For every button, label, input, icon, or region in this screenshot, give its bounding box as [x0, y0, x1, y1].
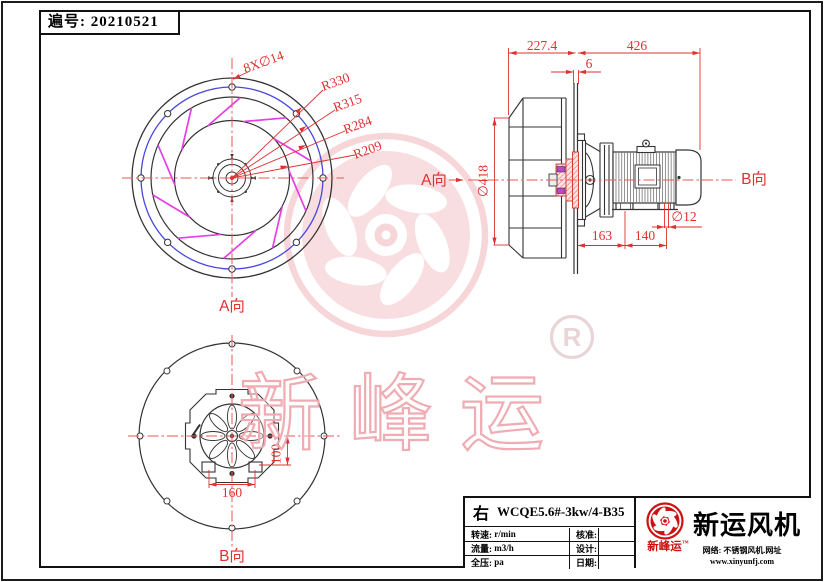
spec-speed: 转速: r/min	[465, 527, 570, 542]
spec-flow: 流量: m3/h	[465, 541, 570, 556]
dim-100: 100	[269, 444, 284, 465]
dim-r330: R330	[319, 70, 352, 94]
spec-table: 转速: r/min 核准: 流量: m3/h 设计: 全压: pa 日期:	[465, 527, 634, 569]
sign-approve-value	[599, 528, 634, 542]
brand-logo-icon	[646, 502, 684, 540]
dim-160: 160	[222, 485, 243, 500]
model-number: WCQE5.6#-3kw/4-B35	[497, 504, 625, 519]
inner-frame	[39, 10, 811, 568]
sign-date: 日期:	[570, 555, 599, 569]
spec-pressure: 全压: pa	[465, 555, 570, 569]
dim-163: 163	[592, 228, 613, 243]
dim-12: ∅12	[671, 209, 696, 224]
dim-r315: R315	[331, 91, 364, 115]
sign-date-value	[599, 556, 634, 569]
svg-text:R: R	[563, 322, 582, 352]
sign-design: 设计:	[570, 541, 599, 556]
orientation-label: 右	[473, 506, 490, 523]
doc-number-value: 20210521	[90, 14, 159, 30]
dim-r284: R284	[341, 113, 374, 137]
document-number-box: 遍号: 20210521	[39, 10, 180, 35]
side-view-a-label: A向	[421, 171, 447, 189]
dim-140: 140	[635, 228, 656, 243]
title-block-brand: 新峰运™ 新运风机 网络: 不锈钢风机.网址 www.xinyunfj.com	[636, 498, 813, 568]
dim-426: 426	[627, 38, 648, 53]
brand-logo-text: 新峰运™	[647, 539, 689, 553]
watermark-brand-text: 新峰运	[237, 367, 572, 461]
dimension-texts: 227.4 426 6 ∅418 163 140 ∅12 8X∅14 R330 …	[219, 38, 767, 565]
sign-approve: 核准:	[570, 527, 599, 542]
sign-design-value	[599, 542, 634, 556]
brand-name: 新运风机	[693, 511, 802, 540]
side-view-b-label: B向	[741, 170, 767, 188]
dim-bolt-holes: 8X∅14	[241, 47, 286, 75]
doc-number-label: 遍号:	[48, 14, 86, 30]
watermark-flower-logo: R	[283, 132, 595, 360]
dim-418: ∅418	[476, 165, 491, 197]
brand-footer: 网络: 不锈钢风机.网址 www.xinyunfj.com	[702, 546, 782, 566]
model-row: 右 WCQE5.6#-3kw/4-B35	[465, 498, 634, 527]
dim-6: 6	[586, 56, 593, 71]
bottom-view-direction-label: B向	[219, 547, 245, 565]
front-view-direction-label: A向	[219, 297, 245, 315]
title-block-left: 右 WCQE5.6#-3kw/4-B35 转速: r/min 核准: 流量: m…	[465, 498, 636, 569]
dim-227: 227.4	[527, 38, 558, 53]
dimension-linework	[122, 48, 736, 548]
title-block: 右 WCQE5.6#-3kw/4-B35 转速: r/min 核准: 流量: m…	[463, 496, 813, 569]
